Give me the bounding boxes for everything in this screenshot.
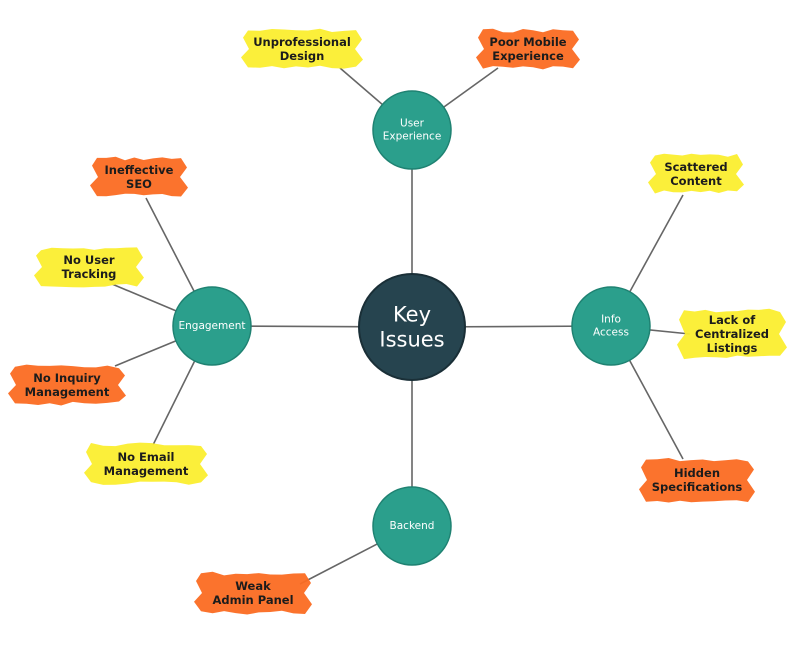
category-circle [172,286,252,366]
category-circle [372,90,452,170]
brush-highlight-orange [194,571,312,615]
issue-label-line: Poor Mobile [489,35,566,49]
category-label-line: Access [593,327,629,339]
center-label-line: Key [393,303,431,327]
issue-label-line: Experience [492,49,564,63]
category-circle [372,486,452,566]
category-node-engagement: Engagement [172,286,252,366]
issue-label-line: Tracking [62,267,117,281]
issue-label-line: Weak [235,579,271,593]
center-circle [358,273,466,381]
brush-highlight-yellow [241,28,363,69]
issue-label-line: Specifications [652,480,743,494]
brush-highlight-orange [90,156,188,197]
category-label: Backend [390,520,435,532]
category-label: Engagement [179,320,246,332]
issue-label-line: Content [670,174,722,188]
category-label-line: Experience [383,131,442,143]
issue-label-line: Listings [707,341,758,355]
brush-highlight-orange [476,28,580,70]
brush-highlight-yellow [677,308,787,360]
category-circle [571,286,651,366]
issue-label-line: Centralized [695,327,769,341]
brush-highlight-yellow [84,442,208,485]
category-label-line: User [400,118,425,130]
issue-label-line: Lack of [709,313,756,327]
issue-label-line: Unprofessional [253,35,351,49]
brush-highlight-orange [8,364,126,406]
brush-highlight-orange [639,458,755,503]
category-node-backend: Backend [372,486,452,566]
issue-label-line: Ineffective [105,163,174,177]
brush-highlight-yellow [34,247,144,288]
issue-label-line: Hidden [674,466,720,480]
issue-label-line: Design [280,49,325,63]
issue-label-line: No Email [117,450,174,464]
issue-label-line: Management [25,385,110,399]
issue-label-line: Admin Panel [212,593,293,607]
issue-label-line: Management [104,464,189,478]
category-label-line: Info [601,314,621,326]
category-label-line: Engagement [179,320,246,332]
issue-label-line: Scattered [664,160,727,174]
center-label-line: Issues [379,328,444,352]
category-label-line: Backend [390,520,435,532]
issue-label-line: No User [63,253,115,267]
brush-highlight-yellow [648,153,744,194]
issue-label-line: No Inquiry [33,371,101,385]
issue-label-line: SEO [126,177,152,191]
